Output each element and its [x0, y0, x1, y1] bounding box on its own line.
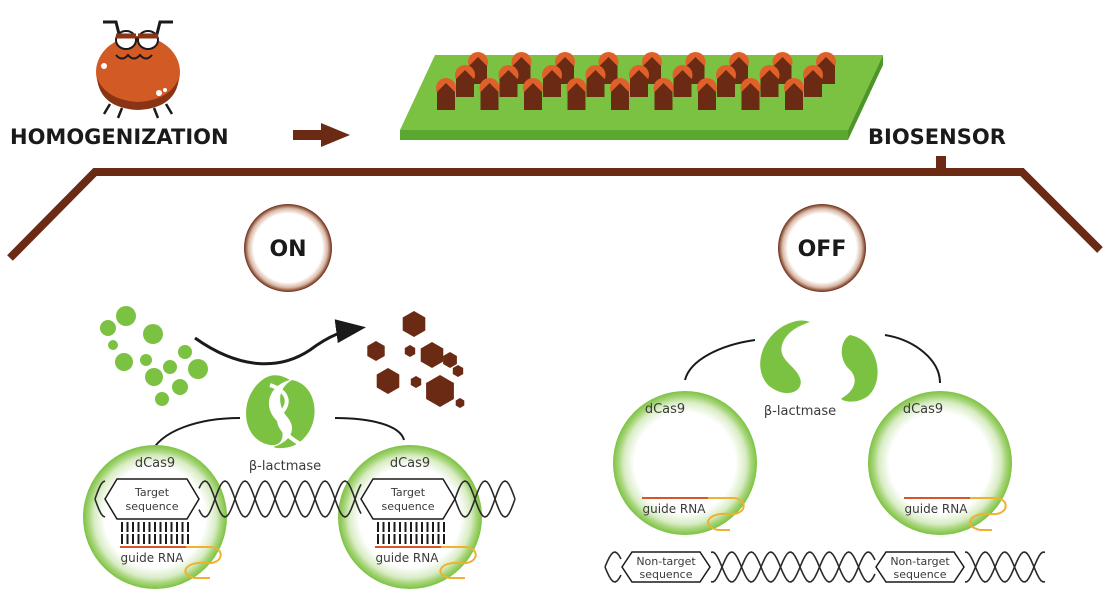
svg-text:Non-target: Non-target [890, 555, 950, 568]
linker-left-off [684, 339, 756, 381]
enzyme-label-off: β-lactmase [764, 404, 836, 419]
receptor [585, 65, 606, 97]
svg-text:sequence: sequence [639, 568, 692, 581]
mite-mascot-icon [96, 20, 180, 119]
svg-text:Target: Target [134, 486, 170, 499]
target-sequence-left: Target sequence [104, 478, 200, 520]
target-sequence-right: Target sequence [360, 478, 456, 520]
receptor [653, 78, 674, 110]
right-arrow-icon [293, 123, 350, 147]
receptor-array [436, 52, 836, 110]
beta-lactamase-enzyme-off [760, 320, 878, 402]
svg-text:sequence: sequence [893, 568, 946, 581]
receptor [759, 65, 780, 97]
receptor [566, 78, 587, 110]
dna-strand [94, 480, 516, 518]
linker-right-off [884, 334, 941, 384]
nontarget-sequence-2: Non-target sequence [875, 551, 965, 583]
product-hexagon [426, 375, 454, 407]
homogenization-label: HOMOGENIZATION [10, 125, 229, 149]
dna-strand [604, 551, 1046, 583]
product-hexagon [420, 342, 444, 368]
receptor [629, 65, 649, 97]
receptor [697, 78, 717, 110]
guide-rna-on-right: guide RNA [375, 546, 477, 579]
on-label: ON [269, 237, 306, 262]
receptor [523, 78, 543, 110]
receptor [716, 65, 736, 97]
nontarget-sequence-1: Non-target sequence [621, 551, 711, 583]
product-hexagon [410, 376, 422, 388]
biosensor-chip [400, 52, 883, 140]
receptor [479, 78, 500, 110]
base-pairs [121, 522, 445, 544]
receptor [610, 78, 630, 110]
receptor [672, 65, 693, 97]
dcas9-label: dCas9 [903, 402, 943, 417]
svg-text:sequence: sequence [125, 500, 178, 513]
substrate-molecules [100, 306, 208, 406]
receptor [555, 52, 575, 84]
guide-rna-off-left: guide RNA [642, 497, 745, 531]
beta-lactamase-enzyme-on [246, 375, 315, 449]
receptor [498, 65, 519, 97]
svg-text:Target: Target [390, 486, 426, 499]
guide-rna-off-right: guide RNA [904, 497, 1007, 531]
dna-strand [94, 480, 516, 518]
biosensor-label: BIOSENSOR [868, 125, 1006, 149]
svg-text:guide RNA: guide RNA [376, 551, 440, 565]
svg-text:guide RNA: guide RNA [121, 551, 185, 565]
dcas9-label: dCas9 [645, 402, 685, 417]
svg-text:guide RNA: guide RNA [643, 502, 707, 516]
guide-rna-on-left: guide RNA [120, 546, 222, 579]
on-badge: ON [244, 204, 332, 292]
product-hexagon [376, 368, 400, 394]
svg-text:sequence: sequence [381, 500, 434, 513]
bracket-line [7, 156, 1103, 261]
receptor [455, 65, 475, 97]
receptor [784, 78, 804, 110]
receptor [803, 65, 823, 97]
dna-helix-on [94, 480, 516, 518]
reaction-arrow [194, 319, 366, 366]
svg-text:guide RNA: guide RNA [905, 502, 969, 516]
product-hexagon [402, 311, 426, 337]
product-hexagon [452, 365, 464, 377]
product-hexagon [404, 345, 416, 357]
product-hexagon [455, 398, 465, 408]
receptor [740, 78, 761, 110]
dcas9-label: dCas9 [135, 456, 175, 471]
receptor [542, 65, 562, 97]
dna-strand [604, 551, 1046, 583]
svg-text:Non-target: Non-target [636, 555, 696, 568]
receptor [436, 78, 456, 110]
linker-right-on [334, 417, 405, 441]
dna-helix-off [604, 551, 1046, 583]
dcas9-label: dCas9 [390, 456, 430, 471]
enzyme-label-on: β-lactmase [249, 459, 321, 474]
off-badge: OFF [778, 204, 866, 292]
product-hexagon [443, 352, 457, 368]
product-molecules [367, 311, 465, 408]
off-label: OFF [798, 237, 847, 262]
product-hexagon [367, 341, 385, 361]
